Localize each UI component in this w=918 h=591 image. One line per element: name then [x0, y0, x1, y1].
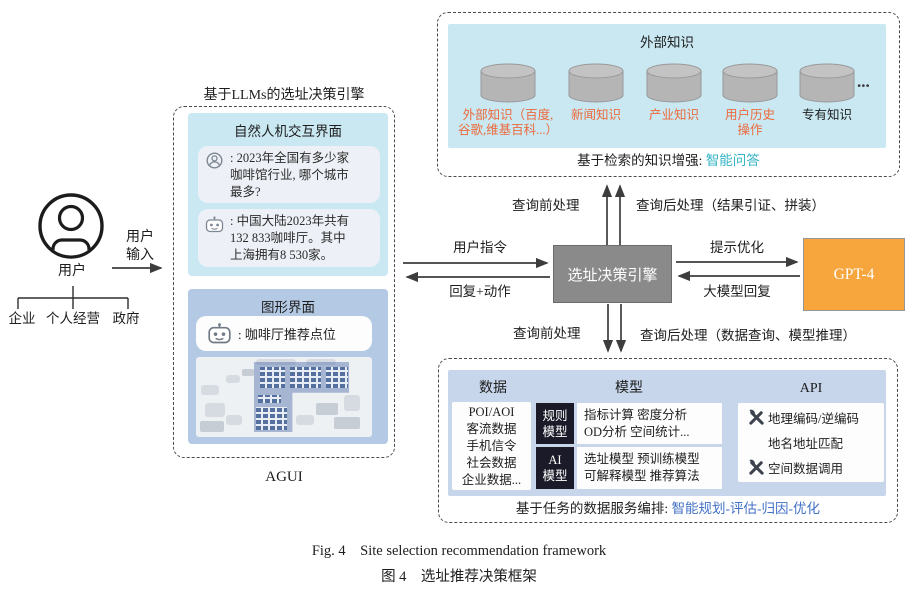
user-cmd-label: 用户指令 [453, 240, 507, 255]
db-cylinder-5 [799, 63, 855, 103]
user-input-line2: 输入 [126, 247, 154, 263]
map-preview [196, 357, 372, 437]
user-tree-lines [17, 286, 129, 309]
db-cylinder-2 [568, 63, 624, 103]
gui-panel: 图形界面 : 咖啡厅推荐点位 [188, 289, 388, 444]
user-input-label: 用户 输入 [116, 229, 164, 264]
cylinder-label-web-line1: 外部知识（百度, [462, 108, 554, 122]
rule-model-tag-line1: 规则 [542, 408, 568, 423]
knowledge-title: 外部知识 [640, 35, 694, 50]
db-cylinder-3 [646, 63, 702, 103]
user-type-individual: 个人经营 [46, 311, 100, 326]
data-list-box: POI/AOI 客流数据 手机信令 社会数据 企业数据... [452, 402, 531, 490]
services-footer-highlight: 智能规划-评估-归因-优化 [671, 501, 821, 516]
ai-model-content: 选址模型 预训练模型 可解释模型 推荐算法 [577, 447, 722, 489]
knowledge-box [437, 12, 900, 177]
api-item: 空间数据调用 [768, 462, 844, 476]
tools-icon [744, 409, 768, 426]
api-item: 地理编码/逆编码 [768, 412, 859, 426]
user-input-line1: 用户 [126, 230, 154, 245]
nl-interface-panel: 自然人机交互界面 : 2023年全国有多少家 咖啡馆行业, 哪个城市 最多? [188, 113, 388, 276]
api-box: 地理编码/逆编码 地名地址匹配 空间数据调用 [738, 403, 884, 482]
engine-box: 选址决策引擎 [553, 245, 672, 303]
cylinder-label-industry-line1: 产业知识 [648, 108, 699, 122]
caption-zh: 图 4 选址推荐决策框架 [381, 569, 537, 585]
user-msg-line1: : 2023年全国有多少家 [230, 151, 350, 165]
user-icon [38, 193, 104, 259]
bot-msg-line3: 上海拥有8 530家。 [230, 248, 334, 262]
tools-icon [744, 459, 768, 476]
services-panel: 数据 模型 API POI/AOI 客流数据 手机信令 社会数据 企业数据...… [448, 370, 886, 496]
knowledge-footer-prefix: 基于检索的知识增强: [577, 153, 706, 168]
cylinder-label-industry: 产业知识 [640, 108, 708, 123]
pre-query-bottom-label: 查询前处理 [513, 326, 581, 341]
prompt-opt-label: 提示优化 [710, 240, 764, 255]
rule-model-content: 指标计算 密度分析 OD分析 空间统计... [577, 403, 722, 444]
cylinder-label-web: 外部知识（百度, 谷歌,维基百科...） [436, 108, 580, 138]
user-label: 用户 [58, 264, 86, 279]
rule-model-content-line2: OD分析 空间统计... [584, 424, 690, 439]
cylinder-label-history-line1: 用户历史 [724, 108, 775, 122]
data-item: 社会数据 [466, 456, 517, 470]
data-item: 企业数据... [461, 473, 522, 487]
robot-icon [205, 216, 224, 233]
knowledge-panel: 外部知识 ... 外部知识（百度, 谷歌,维基百科...） 新闻知识 [448, 24, 886, 148]
ai-model-tag: AI 模型 [536, 447, 574, 489]
reply-action-label: 回复+动作 [449, 284, 511, 299]
ai-model-content-line1: 选址模型 预训练模型 [584, 452, 700, 466]
db-cylinder-4 [722, 63, 778, 103]
gui-bot-msg: : 咖啡厅推荐点位 [238, 327, 336, 342]
cylinder-label-news: 新闻知识 [562, 108, 630, 123]
user-chat-bubble: : 2023年全国有多少家 咖啡馆行业, 哪个城市 最多? [198, 146, 380, 203]
services-footer-prefix: 基于任务的数据服务编排: [515, 501, 672, 516]
services-header-model: 模型 [615, 381, 643, 396]
services-footer: 基于任务的数据服务编排: 智能规划-评估-归因-优化 [438, 501, 898, 518]
services-box [438, 358, 898, 523]
knowledge-footer-highlight: 智能问答 [705, 153, 760, 168]
cylinder-label-proprietary: 专有知识 [793, 108, 861, 123]
llm-reply-label: 大模型回复 [703, 284, 771, 299]
ai-model-content-line2: 可解释模型 推荐算法 [584, 469, 700, 483]
rule-model-content-line1: 指标计算 密度分析 [584, 407, 688, 422]
gpt4-box: GPT-4 [803, 238, 905, 311]
agui-box [173, 106, 395, 458]
api-item: 地名地址匹配 [768, 437, 844, 451]
agui-title: 基于LLMs的选址决策引擎 [203, 88, 365, 103]
caption-en: Fig. 4 Site selection recommendation fra… [311, 543, 607, 559]
services-header-api: API [799, 381, 823, 396]
services-header-data: 数据 [479, 381, 507, 396]
user-msg-line3: 最多? [230, 185, 261, 199]
ai-model-tag-line1: AI [548, 453, 562, 467]
cylinder-label-history-line2: 操作 [737, 123, 763, 137]
person-chat-icon [206, 152, 223, 169]
post-query-bottom-label: 查询后处理（数据查询、模型推理） [640, 328, 856, 343]
cylinder-label-web-line2: 谷歌,维基百科...） [457, 123, 558, 137]
pre-query-top-label: 查询前处理 [512, 198, 580, 213]
cylinder-label-proprietary-line1: 专有知识 [801, 108, 852, 122]
post-query-top-label: 查询后处理（结果引证、拼装） [636, 198, 825, 213]
db-cylinder-1 [480, 63, 536, 103]
bot-chat-bubble: : 中国大陆2023年共有 132 833咖啡厅。其中 上海拥有8 530家。 [198, 209, 380, 267]
gui-panel-title: 图形界面 [261, 300, 315, 315]
rule-model-tag: 规则 模型 [536, 403, 574, 444]
bot-msg-line2: 132 833咖啡厅。其中 [230, 231, 346, 245]
agui-footer: AGUI [265, 469, 303, 485]
ai-model-tag-line2: 模型 [542, 469, 568, 483]
rule-model-tag-line2: 模型 [542, 424, 568, 439]
cylinder-label-news-line1: 新闻知识 [570, 108, 621, 122]
data-item: POI/AOI [468, 405, 515, 419]
bot-msg-line1: : 中国大陆2023年共有 [230, 214, 350, 228]
cylinder-label-history: 用户历史 操作 [714, 108, 786, 138]
user-msg-line2: 咖啡馆行业, 哪个城市 [230, 168, 349, 182]
knowledge-ellipsis: ... [857, 72, 870, 91]
user-type-government: 政府 [112, 311, 140, 326]
nl-panel-title: 自然人机交互界面 [234, 124, 342, 139]
data-item: 手机信令 [466, 439, 517, 453]
user-type-enterprise: 企业 [8, 311, 36, 326]
robot-icon [208, 323, 231, 344]
knowledge-footer: 基于检索的知识增强: 智能问答 [437, 153, 900, 170]
data-item: 客流数据 [466, 422, 517, 436]
gui-bot-bubble: : 咖啡厅推荐点位 [196, 316, 372, 351]
